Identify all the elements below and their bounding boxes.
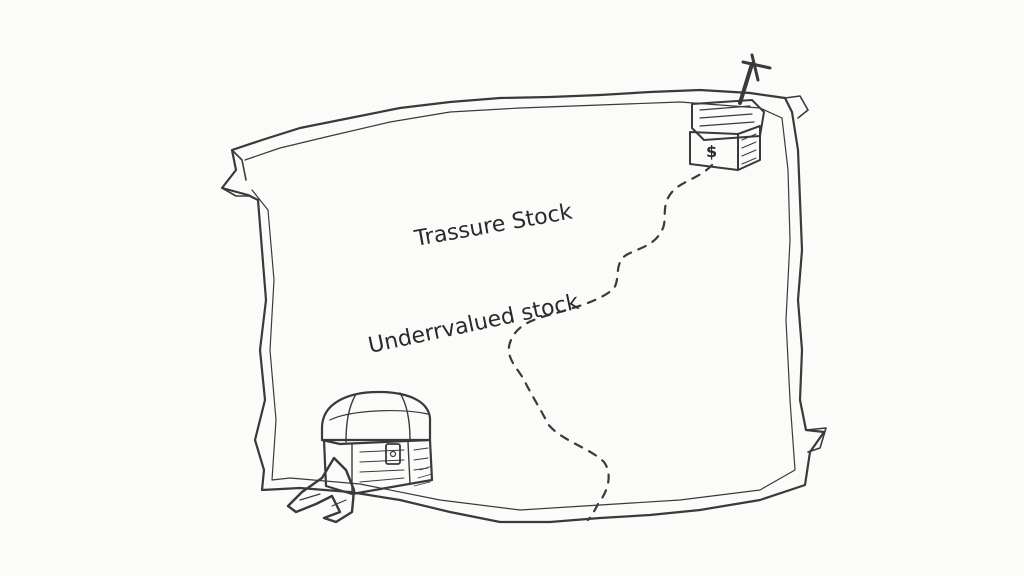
dollar-sign: $: [706, 142, 717, 161]
treasure-chest-icon: [286, 390, 434, 524]
open-chest-icon: $: [689, 53, 772, 171]
treasure-map: [220, 88, 827, 524]
undervalued-stock-label: Underrvalued stock: [366, 290, 581, 359]
treasure-route: [507, 163, 714, 522]
treasure-stock-label: Trassure Stock: [412, 200, 575, 253]
